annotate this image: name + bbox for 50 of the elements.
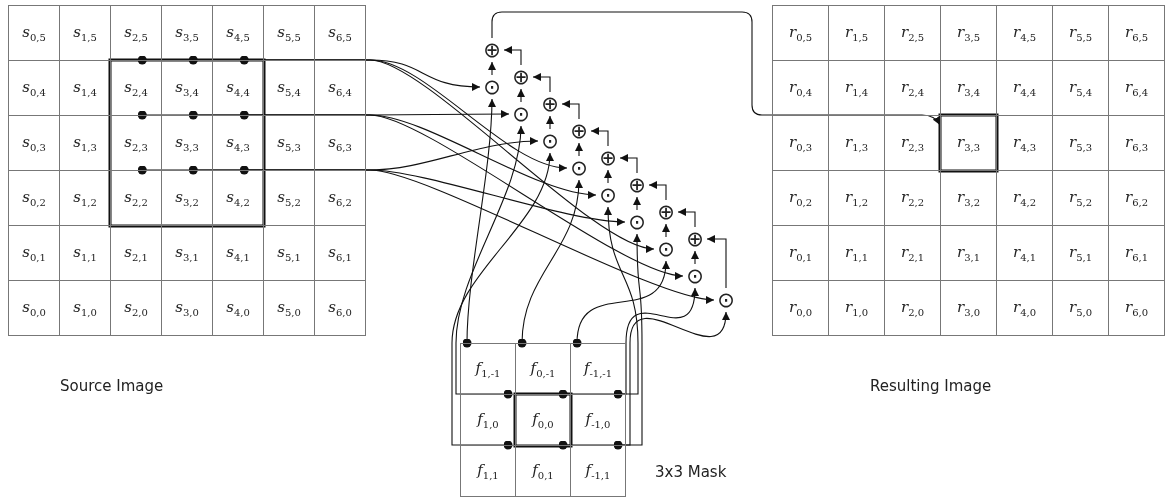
arrow (517, 179, 583, 348)
arrow (558, 206, 639, 399)
arrow (691, 250, 699, 265)
arrow (546, 115, 554, 130)
arrow (488, 61, 496, 76)
arrow (648, 181, 667, 201)
grid-cell: f$_{-1,1}$ (570, 445, 626, 497)
arrow (239, 165, 715, 303)
grid-cell: f$_{1,-1}$ (460, 343, 516, 395)
arrow (572, 260, 670, 348)
grid-cell: r$_{6,5}$ (1108, 5, 1165, 61)
arrow (462, 98, 496, 348)
grid-cell: r$_{0,0}$ (772, 280, 829, 336)
arrow (239, 55, 655, 252)
arrow (590, 127, 609, 147)
arrow (188, 55, 568, 171)
arrow (137, 55, 481, 91)
arrow (503, 46, 522, 66)
arrow (188, 110, 597, 199)
arrow (137, 137, 539, 175)
arrow (561, 100, 580, 120)
arrow (662, 223, 670, 238)
grid-cell: r$_{6,0}$ (1108, 280, 1165, 336)
arrow (706, 235, 727, 289)
grid-title: Source Image (60, 377, 164, 395)
arrow (604, 169, 612, 184)
grid-cell: s$_{6,5}$ (314, 5, 366, 61)
arrow (558, 233, 643, 450)
grid-cell: f$_{-1,-1}$ (570, 343, 626, 395)
grid-title: Resulting Image (870, 377, 992, 395)
arrow (188, 165, 626, 226)
grid-cell: r$_{0,5}$ (772, 5, 829, 61)
arrow (677, 208, 696, 228)
arrow (239, 110, 684, 279)
arrow (455, 125, 525, 399)
arrow (613, 287, 699, 399)
arrow (575, 142, 583, 157)
arrow (532, 73, 551, 93)
arrow (517, 88, 525, 103)
arrow (633, 196, 641, 211)
grid-title: 3x3 Mask (655, 463, 727, 481)
arrow (451, 152, 554, 450)
grid-cell: s$_{0,0}$ (8, 280, 60, 336)
grid-cell: s$_{0,5}$ (8, 5, 60, 61)
grid-cell: f$_{1,1}$ (460, 445, 516, 497)
arrow (619, 154, 638, 174)
grid-cell: s$_{6,0}$ (314, 280, 366, 336)
arrow (137, 110, 510, 120)
arrow (613, 311, 729, 450)
arrow (491, 11, 941, 126)
